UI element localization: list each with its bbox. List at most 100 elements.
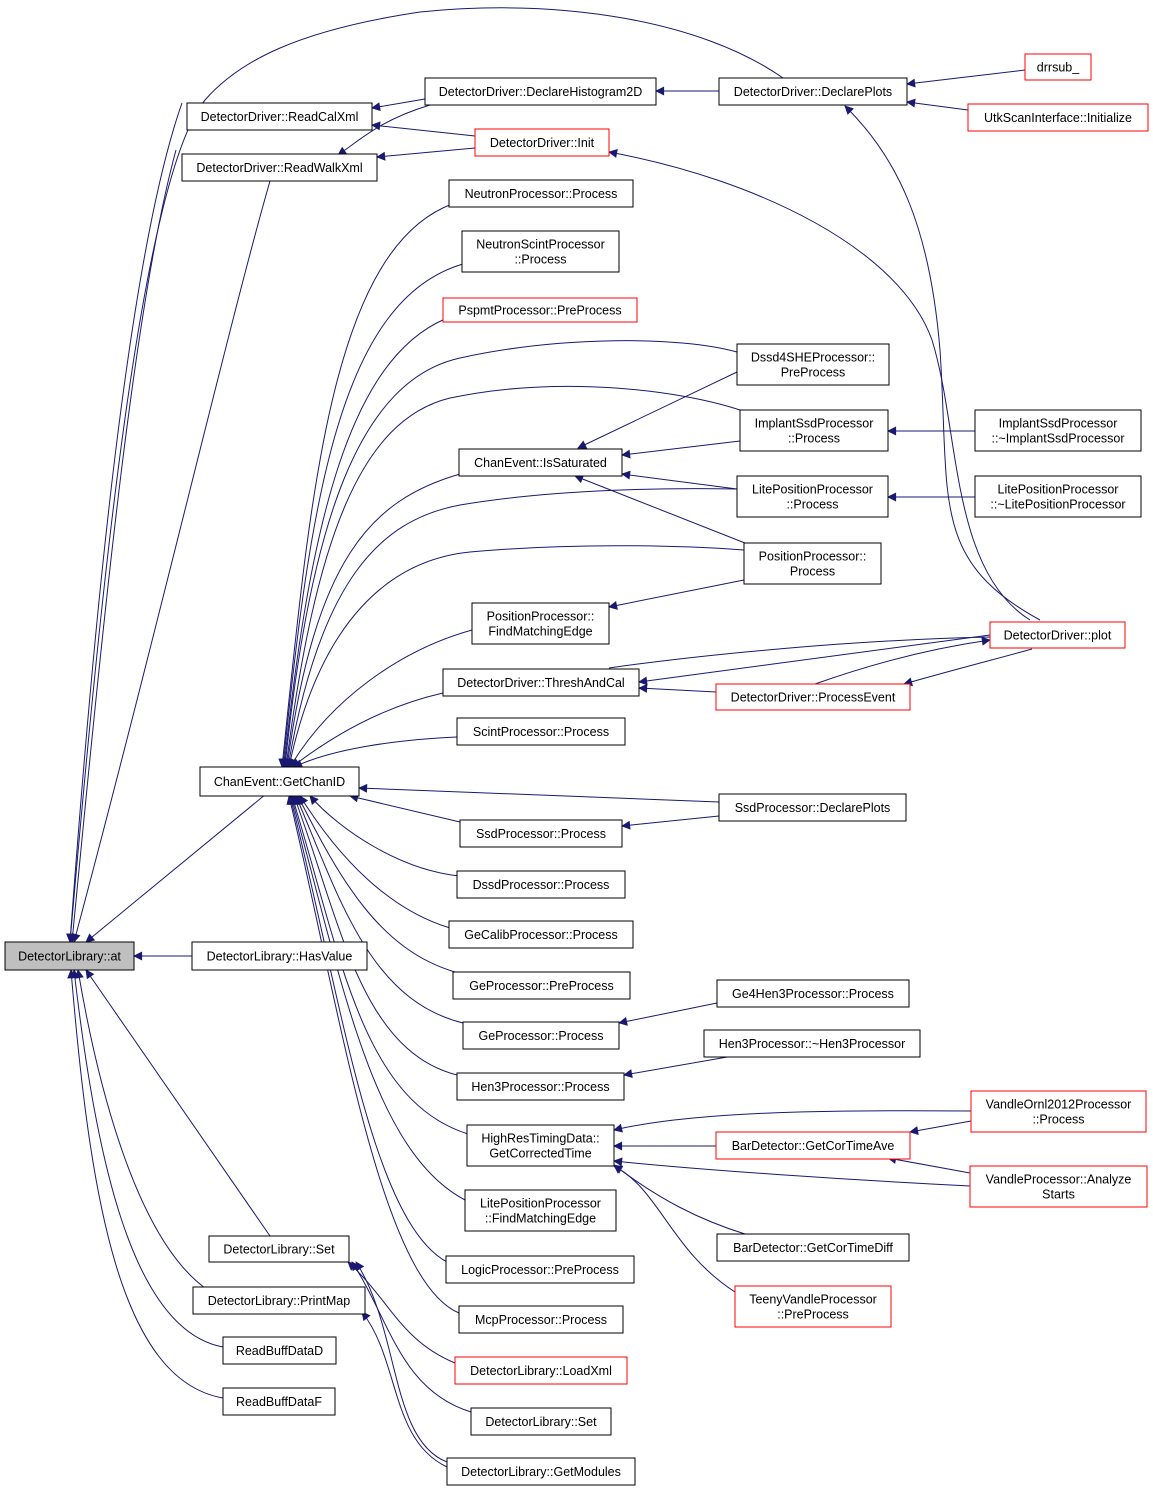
edge bbox=[844, 105, 1041, 621]
node-vandleornl[interactable]: VandleOrnl2012Processor::Process bbox=[970, 1090, 1147, 1133]
node-label: ::~LitePositionProcessor bbox=[990, 498, 1125, 512]
node-box bbox=[736, 475, 889, 518]
node-ge4hen3[interactable]: Ge4Hen3Processor::Process bbox=[716, 979, 910, 1008]
node-ddinit[interactable]: DetectorDriver::Init bbox=[474, 128, 610, 157]
edge bbox=[887, 1155, 971, 1174]
node-threshcal[interactable]: DetectorDriver::ThreshAndCal bbox=[442, 668, 640, 697]
node-box bbox=[734, 1285, 892, 1328]
node-dlset[interactable]: DetectorLibrary::Set bbox=[208, 1235, 350, 1263]
node-label: DetectorDriver::Init bbox=[490, 136, 595, 150]
node-label: BarDetector::GetCorTimeAve bbox=[732, 1139, 895, 1153]
edge bbox=[621, 440, 741, 459]
node-litefindedge[interactable]: LitePositionProcessor::FindMatchingEdge bbox=[464, 1189, 617, 1232]
node-label: DetectorLibrary::Set bbox=[223, 1243, 335, 1257]
edge bbox=[299, 795, 451, 929]
node-label: GeCalibProcessor::Process bbox=[464, 928, 618, 942]
node-box bbox=[458, 448, 623, 477]
edge bbox=[608, 149, 1031, 621]
node-getchanid[interactable]: ChanEvent::GetChanID bbox=[199, 766, 360, 797]
node-box bbox=[470, 1407, 612, 1436]
node-dssd4she[interactable]: Dssd4SHEProcessor::PreProcess bbox=[736, 343, 890, 386]
node-ssdproc[interactable]: SsdProcessor::Process bbox=[459, 819, 623, 848]
node-label: ChanEvent::GetChanID bbox=[214, 775, 345, 789]
node-label: ChanEvent::IsSaturated bbox=[474, 456, 607, 470]
edge bbox=[286, 545, 745, 768]
node-scintproc[interactable]: ScintProcessor::Process bbox=[456, 717, 626, 746]
node-label: drrsub_ bbox=[1037, 61, 1080, 75]
node-ddeclareplots[interactable]: DetectorDriver::DeclarePlots bbox=[718, 77, 908, 106]
node-label: Hen3Processor::Process bbox=[471, 1080, 609, 1094]
node-label: SsdProcessor::Process bbox=[476, 827, 606, 841]
node-bargetcortimediff[interactable]: BarDetector::GetCorTimeDiff bbox=[716, 1233, 910, 1262]
node-utkinit[interactable]: UtkScanInterface::Initialize bbox=[967, 103, 1149, 132]
node-posproc[interactable]: PositionProcessor::Process bbox=[743, 542, 882, 585]
node-label: SsdProcessor::DeclarePlots bbox=[735, 801, 891, 815]
edge bbox=[279, 263, 464, 768]
node-label: LitePositionProcessor bbox=[998, 483, 1119, 497]
node-readwalkxml[interactable]: DetectorDriver::ReadWalkXml bbox=[181, 153, 378, 182]
node-label: Ge4Hen3Processor::Process bbox=[732, 987, 894, 1001]
node-box bbox=[456, 870, 626, 899]
node-box bbox=[448, 179, 634, 208]
node-gepre[interactable]: GeProcessor::PreProcess bbox=[452, 971, 631, 1000]
node-readbuffd[interactable]: ReadBuffDataD bbox=[222, 1336, 337, 1365]
node-dlset2[interactable]: DetectorLibrary::Set bbox=[470, 1407, 612, 1436]
node-litepostdtor[interactable]: LitePositionProcessor::~LitePositionProc… bbox=[974, 475, 1142, 518]
node-label: TeenyVandleProcessor bbox=[749, 1293, 877, 1307]
node-posfindedge[interactable]: PositionProcessor::FindMatchingEdge bbox=[471, 602, 610, 645]
node-box bbox=[459, 819, 623, 848]
node-label: LitePositionProcessor bbox=[480, 1197, 601, 1211]
node-neutronproc[interactable]: NeutronProcessor::Process bbox=[448, 179, 634, 208]
node-mcpproc[interactable]: McpProcessor::Process bbox=[458, 1305, 624, 1334]
edge bbox=[621, 470, 738, 490]
node-getmodules[interactable]: DetectorLibrary::GetModules bbox=[446, 1457, 636, 1486]
node-label: DetectorLibrary::LoadXml bbox=[470, 1364, 612, 1378]
node-box bbox=[222, 1387, 336, 1416]
node-box bbox=[474, 128, 610, 157]
node-implantssd[interactable]: ImplantSsdProcessor::Process bbox=[739, 409, 889, 452]
node-hen3dtor[interactable]: Hen3Processor::~Hen3Processor bbox=[703, 1029, 921, 1058]
edge bbox=[814, 636, 991, 685]
edge bbox=[287, 795, 448, 1263]
node-ddplot[interactable]: DetectorDriver::plot bbox=[989, 621, 1126, 649]
node-geproc[interactable]: GeProcessor::Process bbox=[462, 1021, 620, 1050]
node-printmap[interactable]: DetectorLibrary::PrintMap bbox=[192, 1286, 366, 1315]
edge bbox=[337, 104, 431, 156]
node-gecalib[interactable]: GeCalibProcessor::Process bbox=[448, 920, 634, 949]
node-hen3proc[interactable]: Hen3Processor::Process bbox=[456, 1072, 625, 1101]
edge bbox=[351, 1261, 472, 1413]
node-hasvalue[interactable]: DetectorLibrary::HasValue bbox=[191, 941, 368, 971]
node-label: DetectorLibrary::at bbox=[18, 950, 121, 964]
node-label: PositionProcessor:: bbox=[487, 610, 595, 624]
node-bargetcortimeave[interactable]: BarDetector::GetCorTimeAve bbox=[715, 1131, 911, 1160]
node-dssdproc[interactable]: DssdProcessor::Process bbox=[456, 870, 626, 899]
node-box bbox=[743, 542, 882, 585]
node-label: GeProcessor::PreProcess bbox=[469, 979, 614, 993]
edge bbox=[280, 318, 446, 768]
node-teenyvandle[interactable]: TeenyVandleProcessor::PreProcess bbox=[734, 1285, 892, 1328]
node-declarehist2d[interactable]: DetectorDriver::DeclareHistogram2D bbox=[424, 77, 657, 106]
node-box bbox=[969, 1165, 1148, 1208]
node-ssddeclare[interactable]: SsdProcessor::DeclarePlots bbox=[718, 793, 907, 822]
node-box bbox=[199, 766, 360, 797]
node-label: Dssd4SHEProcessor:: bbox=[751, 351, 875, 365]
node-liteposproc[interactable]: LitePositionProcessor::Process bbox=[736, 475, 889, 518]
node-issaturated[interactable]: ChanEvent::IsSaturated bbox=[458, 448, 623, 477]
node-readbufff[interactable]: ReadBuffDataF bbox=[222, 1387, 336, 1416]
node-loadxml[interactable]: DetectorLibrary::LoadXml bbox=[454, 1356, 628, 1385]
node-at[interactable]: DetectorLibrary::at bbox=[4, 941, 135, 971]
node-processevent[interactable]: DetectorDriver::ProcessEvent bbox=[715, 683, 911, 711]
node-drrsub[interactable]: drrsub_ bbox=[1024, 53, 1092, 81]
node-readcalxml[interactable]: DetectorDriver::ReadCalXml bbox=[186, 102, 373, 131]
node-box bbox=[716, 1233, 910, 1262]
node-neutronscint[interactable]: NeutronScintProcessor::Process bbox=[461, 230, 620, 273]
nodes: DetectorLibrary::at DetectorDriver::ReadC… bbox=[4, 53, 1149, 1486]
node-hrtiming[interactable]: HighResTimingData::GetCorrectedTime bbox=[466, 1124, 615, 1167]
edge bbox=[286, 795, 460, 1314]
node-implantdtor[interactable]: ImplantSsdProcessor::~ImplantSsdProcesso… bbox=[974, 409, 1142, 452]
node-box bbox=[458, 1305, 624, 1334]
node-pspmt[interactable]: PspmtProcessor::PreProcess bbox=[442, 297, 638, 323]
node-label: ReadBuffDataD bbox=[236, 1344, 323, 1358]
node-logicpre[interactable]: LogicProcessor::PreProcess bbox=[445, 1255, 635, 1284]
